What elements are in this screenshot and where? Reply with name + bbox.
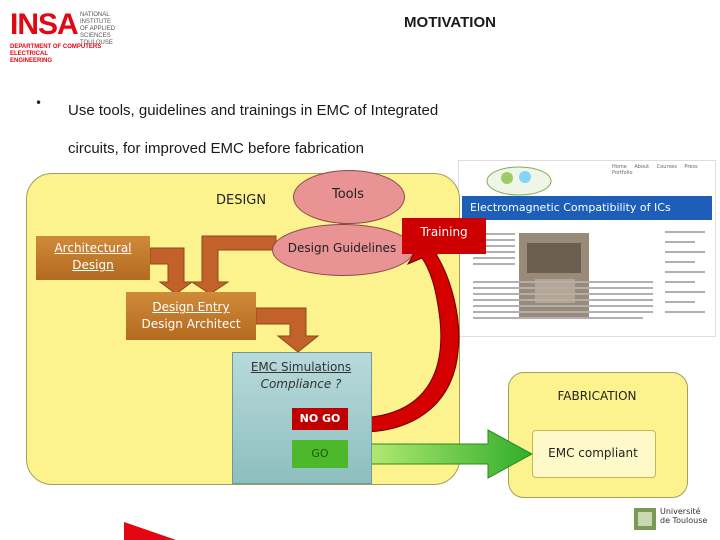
emc-compliant-label: EMC compliant [548, 446, 638, 460]
slide-title: MOTIVATION [404, 14, 496, 31]
label-line: Design [72, 258, 114, 272]
label-line: Compliance ? [260, 377, 342, 391]
bullet-marker: • [35, 96, 43, 110]
logo-line: NATIONAL INSTITUTE [80, 12, 111, 25]
university-line: Université [660, 507, 701, 516]
website-content-graphic [473, 166, 705, 319]
university-emblem-icon [634, 508, 656, 530]
label-line: Architectural [54, 241, 132, 255]
label-line: EMC Simulations [250, 360, 352, 374]
label-line: Design Entry [152, 300, 230, 314]
website-banner-text: Electromagnetic Compatibility of ICs [470, 201, 671, 214]
logo-line: SCIENCES [80, 33, 111, 39]
text-lines [473, 231, 705, 319]
dept-line: DEPARTMENT OF COMPUTERS ELECTRICAL [10, 44, 102, 57]
arrow-go-to-compliant [347, 429, 534, 479]
university-logo [634, 506, 714, 534]
nav-item: Courses [656, 164, 677, 170]
label-line: Design Architect [141, 317, 241, 331]
architectural-design-label: Architectural Design [36, 240, 150, 274]
architectural-design-node [36, 236, 150, 280]
nav-item: Portfolio [612, 170, 633, 176]
dept-line: ENGINEERING [10, 58, 53, 64]
decorative-red-corner [124, 522, 176, 540]
design-label: DESIGN [216, 193, 267, 208]
insa-logo-subtitle: NATIONAL INSTITUTE OF APPLIED SCIENCES T… [80, 12, 140, 47]
website-screenshot [458, 160, 716, 337]
nogo-node: NO GO [292, 408, 348, 430]
fabrication-label: FABRICATION [557, 389, 637, 403]
insa-logo: INSA [10, 8, 79, 41]
design-guidelines-label: Design Guidelines [287, 241, 397, 255]
arrow-guidelines-to-entry [190, 235, 277, 295]
logo-line: TOULOUSE [80, 40, 113, 46]
university-line: de Toulouse [660, 516, 708, 525]
department-name: DEPARTMENT OF COMPUTERS ELECTRICAL ENGIN… [10, 44, 140, 65]
arrow-arch-to-entry [149, 247, 194, 295]
nav-item: Press [684, 164, 698, 170]
cloud-icon [486, 166, 552, 196]
emc-compliant-node [532, 430, 656, 478]
bullet-text: Use tools, guidelines and trainings in E… [68, 92, 528, 168]
design-entry-node [126, 292, 256, 340]
nav-item: About [634, 164, 650, 170]
website-banner [462, 196, 712, 220]
arrow-entry-to-emc [255, 307, 320, 353]
go-node: GO [292, 440, 348, 468]
emc-simulations-label: EMC Simulations Compliance ? [232, 359, 370, 393]
logo-line: OF APPLIED [80, 26, 116, 32]
design-guidelines-node [272, 224, 414, 276]
website-nav: Home About Courses Press Portfolio [612, 164, 712, 176]
nav-item: Home [612, 164, 627, 170]
bullet-line: Use tools, guidelines and trainings in E… [68, 102, 439, 119]
training-node: Training [402, 218, 486, 254]
tools-label: Tools [331, 187, 365, 202]
university-name: Université de Toulouse [660, 507, 720, 525]
bullet-line: circuits, for improved EMC before fabric… [68, 140, 364, 157]
design-entry-label: Design Entry Design Architect [126, 299, 256, 333]
